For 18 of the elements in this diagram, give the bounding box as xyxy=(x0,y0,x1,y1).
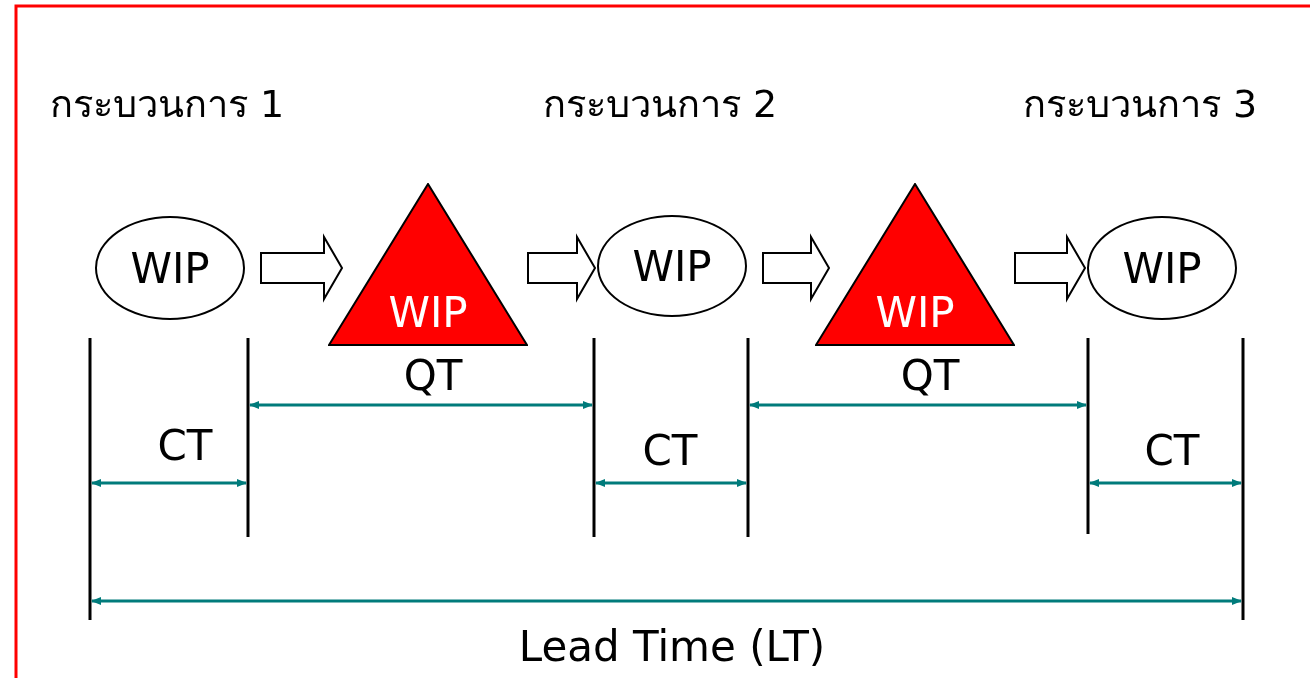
wip-circle: WIP xyxy=(1087,216,1237,320)
dimension-label: CT xyxy=(157,425,213,467)
wip-circle: WIP xyxy=(95,216,245,320)
block-arrow xyxy=(1014,233,1087,303)
dimension-label: QT xyxy=(403,355,463,397)
dimension-label: CT xyxy=(642,430,698,472)
process-heading: กระบวนการ 1 xyxy=(50,82,285,128)
dimension-label: QT xyxy=(900,355,960,397)
process-heading: กระบวนการ 2 xyxy=(543,82,778,128)
wip-circle: WIP xyxy=(597,215,747,317)
block-arrow xyxy=(762,233,831,303)
lead-time-label: Lead Time (LT) xyxy=(518,626,826,668)
block-arrow xyxy=(527,233,597,303)
queue-triangle: WIP xyxy=(815,183,1015,346)
dimension-label: CT xyxy=(1144,430,1200,472)
queue-triangle: WIP xyxy=(328,183,528,346)
block-arrow xyxy=(260,233,344,303)
process-heading: กระบวนการ 3 xyxy=(1023,82,1258,128)
